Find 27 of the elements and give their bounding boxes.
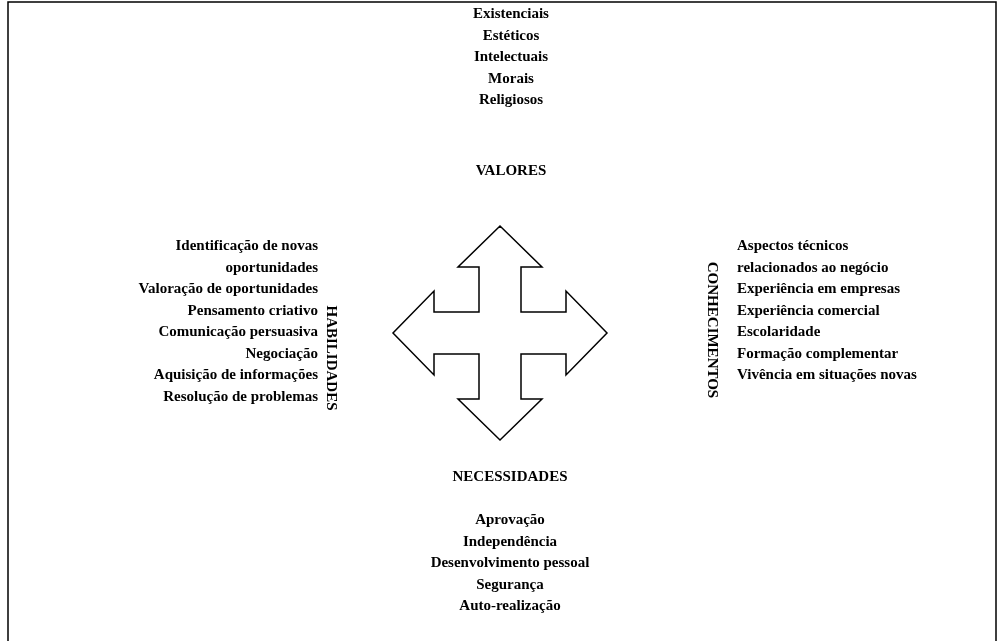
list-item: Comunicação persuasiva (157, 322, 318, 341)
list-item: Independência (461, 531, 559, 551)
list-item: Valoração de oportunidades (137, 279, 318, 298)
list-item: Auto-realização (458, 596, 562, 615)
list-item: Intelectuais (473, 47, 549, 66)
list-item: Segurança (475, 574, 545, 594)
list-item: Religiosos (477, 90, 545, 109)
list-item: Vivência em situações novas (737, 365, 918, 384)
category-heading: NECESSIDADES (452, 467, 568, 486)
list-item: Aprovação (474, 510, 546, 529)
list-item: Experiência em empresas (737, 279, 902, 298)
list-item: Negociação (244, 343, 318, 363)
list-item: Aquisição de informações (152, 365, 318, 384)
list-item: Identificação de novas oportunidades (174, 236, 318, 277)
list-item: Escolaridade (737, 322, 822, 341)
category-heading: CONHECIMENTOS (703, 261, 722, 399)
list-item: Experiência comercial (737, 300, 881, 320)
list-item: Aspectos técnicos relacionados ao negócio (737, 236, 890, 277)
list-item: Desenvolvimento pessoal (430, 553, 590, 572)
category-heading: HABILIDADES (322, 305, 341, 411)
list-item: Existenciais (473, 4, 549, 23)
list-item: Morais (487, 68, 535, 88)
list-item: Estéticos (481, 25, 541, 45)
category-heading: VALORES (475, 161, 547, 180)
list-item: Formação complementar (737, 343, 900, 363)
list-item: Resolução de problemas (162, 386, 318, 406)
list-item: Pensamento criativo (186, 300, 318, 320)
